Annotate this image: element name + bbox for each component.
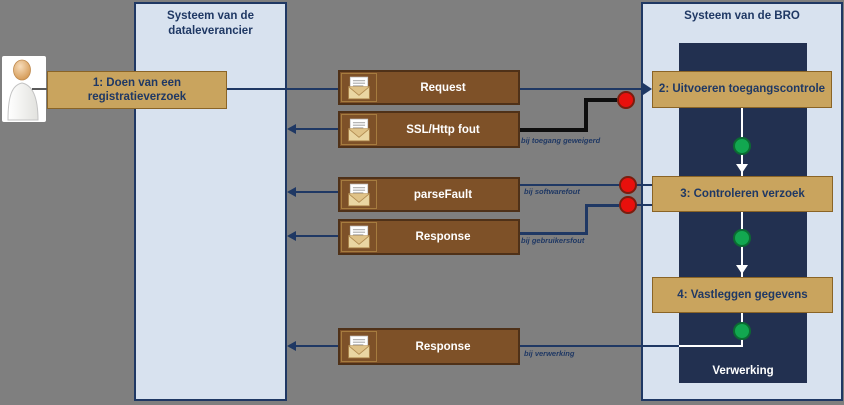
message-label: Response <box>415 340 471 353</box>
step-label: 3: Controleren verzoek <box>680 187 805 200</box>
message-ssl-fout: SSL/Http fout <box>338 111 520 148</box>
message-label: Request <box>420 81 466 94</box>
error-path-vertical <box>584 98 588 131</box>
arrowhead-left-icon <box>287 341 296 351</box>
envelope-icon <box>341 331 377 362</box>
arrowhead-down-icon <box>736 164 748 173</box>
green-dot-icon <box>733 137 751 155</box>
step-2-box: 2: Uitvoeren toegangscontrole <box>652 71 832 108</box>
step-4-box: 4: Vastleggen gegevens <box>652 277 833 313</box>
envelope-icon <box>341 180 377 209</box>
step-label: 2: Uitvoeren toegangscontrole <box>658 83 826 96</box>
actor-connector-line <box>32 88 48 90</box>
message-label: SSL/Http fout <box>406 123 480 136</box>
red-dot-icon <box>619 196 637 214</box>
green-dot-icon <box>733 229 751 247</box>
error-path-bottom <box>520 128 588 132</box>
response-return-line <box>295 235 338 237</box>
response-elbow-top <box>585 204 619 207</box>
final-response-line <box>520 345 680 347</box>
arrowhead-left-icon <box>287 124 296 134</box>
message-label: parseFault <box>413 188 473 201</box>
red-dot-icon <box>619 176 637 194</box>
envelope-icon <box>341 73 377 102</box>
response-elbow-vertical <box>585 204 588 235</box>
lane-title: Systeem van de BRO <box>684 10 800 22</box>
parsefault-return-line <box>295 191 338 193</box>
parsefault-stub <box>635 184 652 186</box>
message-response-fout: Response <box>338 219 520 255</box>
final-return-line <box>295 345 338 347</box>
step-3-box: 3: Controleren verzoek <box>652 176 833 212</box>
envelope-icon <box>341 222 377 252</box>
verwerking-label: Verwerking <box>712 365 774 377</box>
envelope-icon <box>341 114 377 145</box>
response-stub <box>635 204 652 206</box>
final-response-white-line <box>679 345 743 347</box>
ssl-return-line <box>295 128 338 130</box>
message-parsefault: parseFault <box>338 177 520 212</box>
note-softwarefout: bij softwarefout <box>524 187 580 196</box>
step-label: 1: Doen van een registratieverzoek <box>87 76 187 103</box>
step-1-box: 1: Doen van een registratieverzoek <box>47 71 227 109</box>
lane-dataleverancier: Systeem van de dataleverancier <box>134 2 287 401</box>
step-label: 4: Vastleggen gegevens <box>677 288 808 301</box>
error-path-top <box>584 98 617 102</box>
message-response-final: Response <box>338 328 520 365</box>
response-elbow-bottom <box>520 232 588 235</box>
arrowhead-left-icon <box>287 231 296 241</box>
note-verwerking: bij verwerking <box>524 349 575 358</box>
note-gebruikersfout: bij gebruikersfout <box>521 236 585 245</box>
green-dot-icon <box>733 322 751 340</box>
lane-title: Systeem van de dataleverancier <box>167 10 254 37</box>
message-label: Response <box>415 231 471 243</box>
arrowhead-right-icon <box>643 83 652 95</box>
red-dot-icon <box>617 91 635 109</box>
arrowhead-left-icon <box>287 187 296 197</box>
parsefault-line <box>520 184 620 186</box>
message-request: Request <box>338 70 520 105</box>
note-toegang-geweigerd: bij toegang geweigerd <box>521 136 601 145</box>
arrowhead-down-icon <box>736 265 748 274</box>
